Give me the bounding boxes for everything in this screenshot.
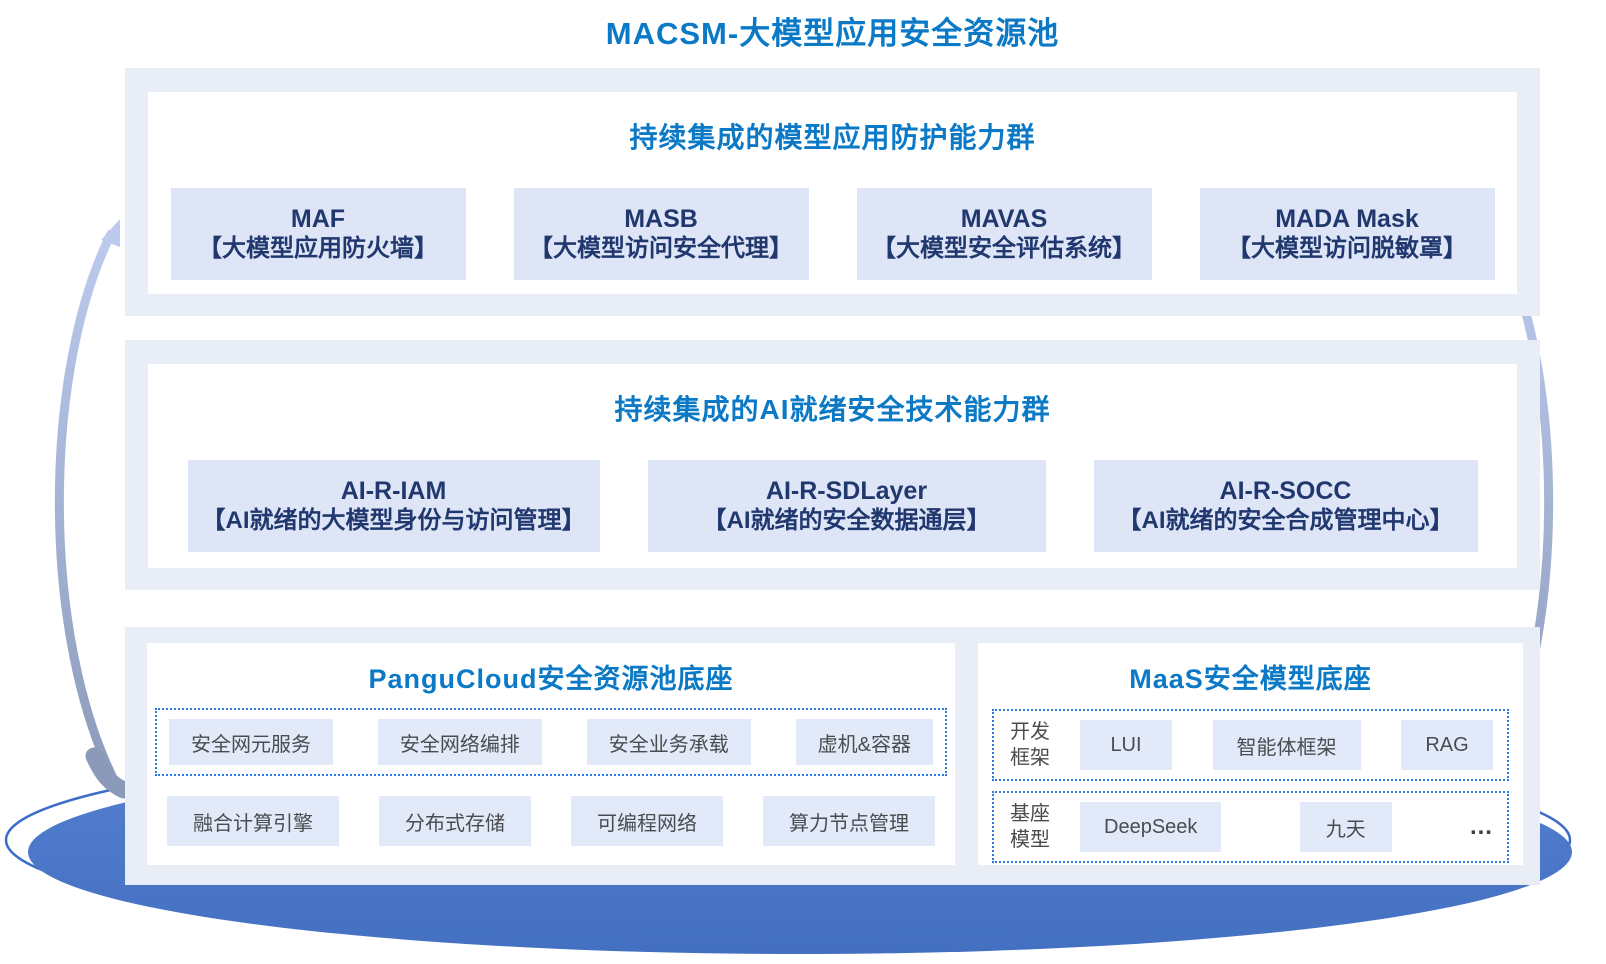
capability-box-mada-mask: MADA Mask 【大模型访问脱敏罩】 bbox=[1199, 188, 1495, 280]
chip-distributed-storage: 分布式存储 bbox=[379, 796, 531, 846]
capability-box-ai-r-sdlayer: AI-R-SDLayer 【AI就绪的安全数据通层】 bbox=[647, 460, 1046, 552]
capability-name: AI-R-SDLayer bbox=[765, 477, 928, 505]
chip-programmable-network: 可编程网络 bbox=[571, 796, 723, 846]
capability-name: MAVAS bbox=[960, 205, 1048, 233]
maas-dev-framework-row: 开发框架 LUI 智能体框架 RAG bbox=[992, 709, 1509, 781]
maas-row-chips: DeepSeek 九天 ... bbox=[1080, 802, 1493, 852]
section-model-app-protection: 持续集成的模型应用防护能力群 MAF 【大模型应用防火墙】 MASB 【大模型访… bbox=[125, 68, 1540, 316]
capability-desc: 【AI就绪的大模型身份与访问管理】 bbox=[201, 507, 586, 534]
chip-lui: LUI bbox=[1080, 720, 1172, 770]
pangucloud-network-row: 安全网元服务 安全网络编排 安全业务承载 虚机&容器 bbox=[155, 708, 947, 776]
capability-name: AI-R-SOCC bbox=[1219, 477, 1352, 505]
maas-row-chips: LUI 智能体框架 RAG bbox=[1080, 720, 1493, 770]
capability-desc: 【大模型安全评估系统】 bbox=[872, 235, 1136, 262]
capability-name: MASB bbox=[624, 205, 698, 233]
capability-box-masb: MASB 【大模型访问安全代理】 bbox=[513, 188, 809, 280]
chip-agent-framework: 智能体框架 bbox=[1212, 720, 1361, 770]
capability-row: AI-R-IAM 【AI就绪的大模型身份与访问管理】 AI-R-SDLayer … bbox=[148, 460, 1517, 552]
capability-box-maf: MAF 【大模型应用防火墙】 bbox=[170, 188, 466, 280]
capability-box-mavas: MAVAS 【大模型安全评估系统】 bbox=[856, 188, 1152, 280]
page-title: MACSM-大模型应用安全资源池 bbox=[605, 16, 1060, 51]
section-model-app-protection-panel: 持续集成的模型应用防护能力群 MAF 【大模型应用防火墙】 MASB 【大模型访… bbox=[148, 92, 1517, 294]
maas-row-label: 基座模型 bbox=[1010, 803, 1050, 851]
section-ai-ready-security-panel: 持续集成的AI就绪安全技术能力群 AI-R-IAM 【AI就绪的大模型身份与访问… bbox=[148, 364, 1517, 568]
chip-compute-node-management: 算力节点管理 bbox=[763, 796, 935, 846]
capability-name: MADA Mask bbox=[1275, 205, 1419, 233]
chip-jiutian: 九天 bbox=[1299, 802, 1392, 852]
more-models-ellipsis: ... bbox=[1469, 813, 1493, 840]
capability-desc: 【AI就绪的安全合成管理中心】 bbox=[1117, 507, 1454, 534]
maas-base-model-row: 基座模型 DeepSeek 九天 ... bbox=[992, 791, 1509, 863]
section-foundation: PanguCloud安全资源池底座 安全网元服务 安全网络编排 安全业务承载 虚… bbox=[125, 627, 1540, 885]
capability-name: AI-R-IAM bbox=[340, 477, 447, 505]
section-ai-ready-security: 持续集成的AI就绪安全技术能力群 AI-R-IAM 【AI就绪的大模型身份与访问… bbox=[125, 340, 1540, 590]
capability-name: MAF bbox=[290, 205, 346, 233]
pangucloud-panel: PanguCloud安全资源池底座 安全网元服务 安全网络编排 安全业务承载 虚… bbox=[147, 643, 955, 865]
capability-desc: 【大模型访问安全代理】 bbox=[529, 235, 793, 262]
capability-row: MAF 【大模型应用防火墙】 MASB 【大模型访问安全代理】 MAVAS 【大… bbox=[148, 188, 1517, 280]
maas-title: MaaS安全模型底座 bbox=[1129, 664, 1372, 694]
section-header: 持续集成的AI就绪安全技术能力群 bbox=[614, 394, 1051, 425]
section-header: 持续集成的模型应用防护能力群 bbox=[629, 122, 1036, 153]
chip-converged-compute-engine: 融合计算引擎 bbox=[167, 796, 339, 846]
chip-security-network-orchestration: 安全网络编排 bbox=[377, 719, 542, 765]
capability-desc: 【大模型访问脱敏罩】 bbox=[1227, 235, 1467, 262]
pangucloud-infra-row: 融合计算引擎 分布式存储 可编程网络 算力节点管理 bbox=[167, 796, 935, 846]
pangucloud-title: PanguCloud安全资源池底座 bbox=[368, 664, 734, 694]
capability-box-ai-r-iam: AI-R-IAM 【AI就绪的大模型身份与访问管理】 bbox=[187, 460, 600, 552]
chip-security-ne-service: 安全网元服务 bbox=[169, 719, 333, 765]
chip-deepseek: DeepSeek bbox=[1080, 802, 1222, 852]
maas-panel: MaaS安全模型底座 开发框架 LUI 智能体框架 RAG 基座模型 DeepS… bbox=[978, 643, 1523, 865]
chip-security-service-bearing: 安全业务承载 bbox=[586, 719, 751, 765]
capability-box-ai-r-socc: AI-R-SOCC 【AI就绪的安全合成管理中心】 bbox=[1093, 460, 1478, 552]
chip-rag: RAG bbox=[1401, 720, 1493, 770]
maas-row-label: 开发框架 bbox=[1010, 721, 1050, 769]
capability-desc: 【AI就绪的安全数据通层】 bbox=[702, 507, 991, 534]
chip-vm-container: 虚机&容器 bbox=[795, 719, 933, 765]
left-flow-arrow-icon bbox=[54, 219, 133, 799]
capability-desc: 【大模型应用防火墙】 bbox=[198, 235, 438, 262]
